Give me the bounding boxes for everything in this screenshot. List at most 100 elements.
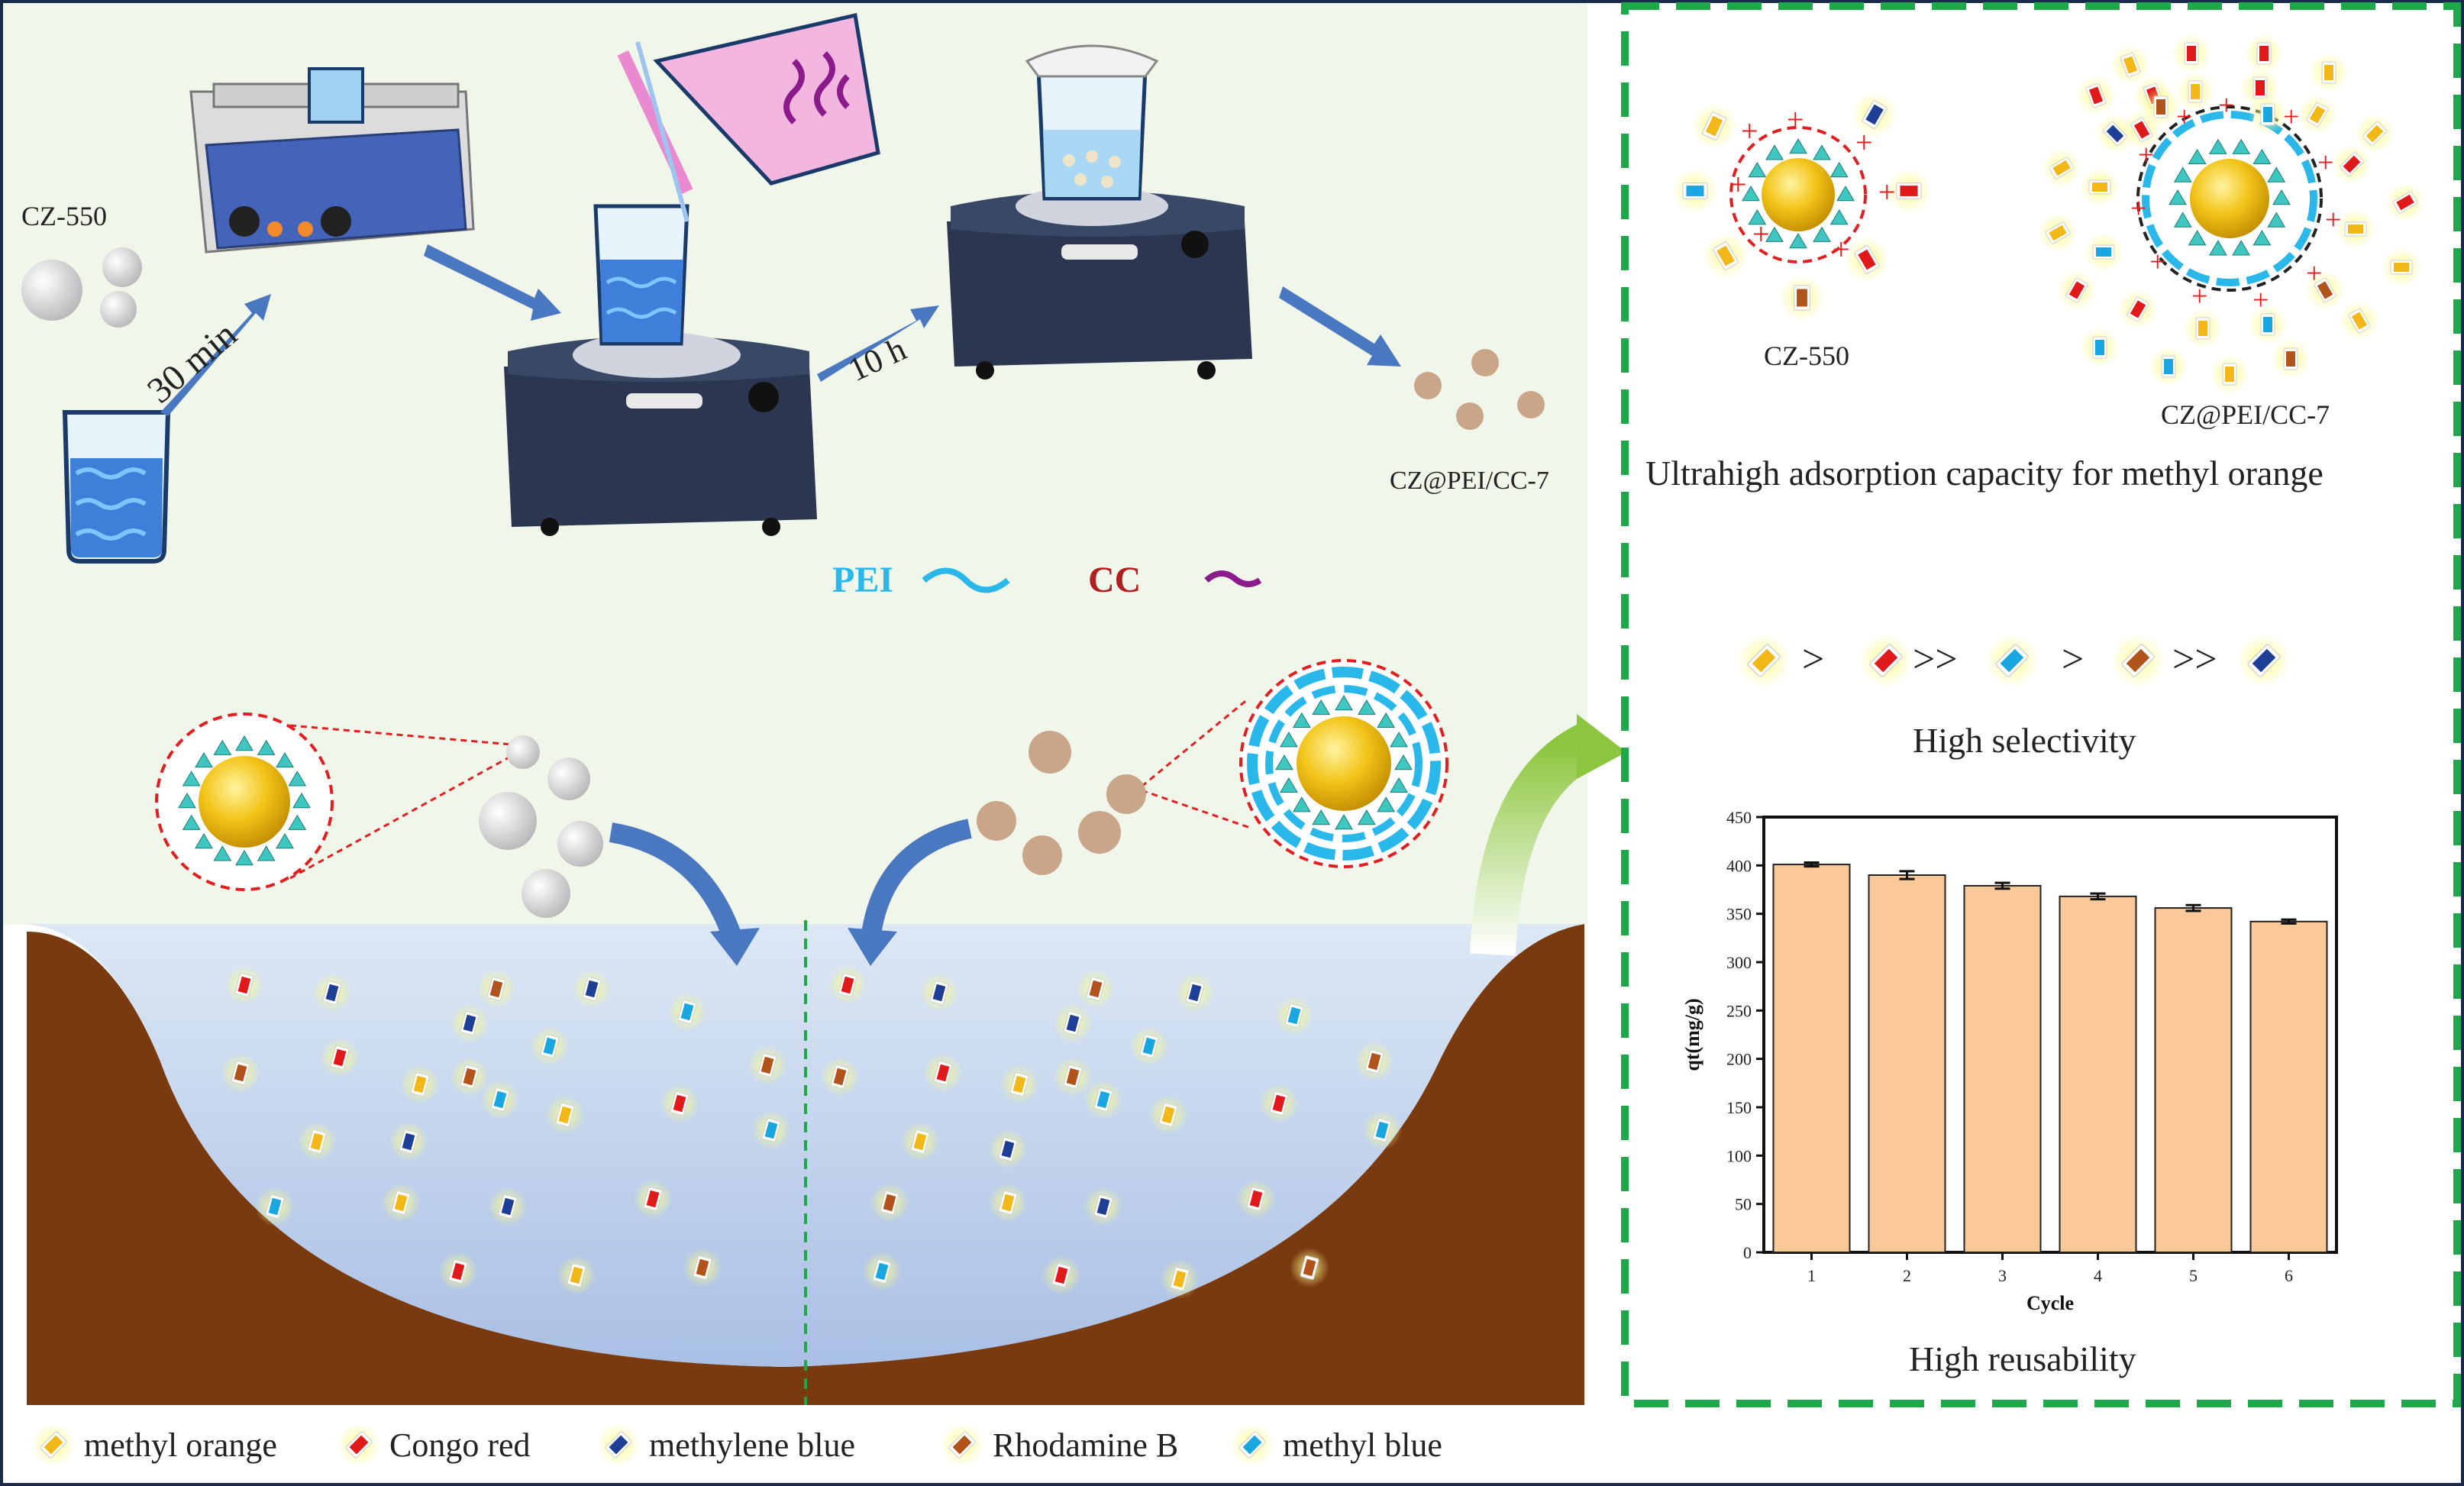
dye-molecule	[488, 1187, 528, 1226]
legend-label-0: methyl orange	[84, 1426, 277, 1464]
selectivity-row: > >> > >> High selectivity	[1736, 633, 2291, 760]
dye-molecule	[870, 1183, 909, 1223]
nanoparticle	[2267, 212, 2286, 228]
x-tick-label: 4	[2094, 1266, 2102, 1285]
y-tick-label: 400	[1726, 856, 1752, 875]
dye-molecule	[1083, 1080, 1123, 1119]
nanoparticle	[1394, 754, 1413, 770]
nanoparticle	[1390, 732, 1408, 748]
beaker-small	[62, 410, 171, 564]
adsorbed-dye	[2080, 328, 2120, 367]
adsorbed-dye	[2244, 34, 2284, 73]
nanoparticle	[2232, 240, 2251, 256]
nanoparticle	[213, 739, 232, 755]
nanoparticle	[1357, 809, 1376, 825]
cz550-label: CZ-550	[21, 201, 107, 231]
y-tick-label: 50	[1735, 1195, 1752, 1214]
bar-2	[1868, 874, 1946, 1253]
nanoparticle	[1335, 814, 1353, 830]
nanoparticle	[2272, 189, 2291, 205]
adsorbed-dye	[2336, 209, 2375, 249]
panel-right-label: CZ@PEI/CC-7	[2161, 399, 2330, 430]
nanoparticle	[2252, 230, 2272, 246]
nanoparticle	[182, 814, 201, 830]
legend-swatch-1	[337, 1423, 381, 1467]
pei-label: PEI	[832, 560, 893, 600]
plus-charge: +	[2218, 89, 2234, 121]
nanoparticle	[288, 770, 307, 787]
dye-molecule	[1274, 996, 1314, 1035]
dye-molecule	[1355, 1042, 1394, 1081]
composite-zoom	[977, 659, 1448, 875]
nanoparticle	[257, 845, 276, 861]
adsorbed-dye	[2149, 347, 2188, 386]
legend-swatch-0	[31, 1423, 76, 1467]
legend-label-1: Congo red	[389, 1426, 531, 1464]
y-tick-label: 100	[1726, 1146, 1752, 1165]
adsorption-schematic: +++++++ CZ-550 +++++++++++ CZ@PEI/CC-7 U…	[1645, 34, 2425, 493]
dye-molecule	[667, 992, 707, 1032]
legend-swatch-2	[596, 1423, 641, 1467]
ultrasonic-bath	[189, 67, 475, 254]
adsorbed-dye	[2042, 148, 2081, 188]
plus-charge: +	[2306, 257, 2322, 289]
adsorbed-dye	[2382, 247, 2421, 287]
nanoparticle	[1357, 699, 1376, 716]
plus-charge: +	[2252, 284, 2269, 316]
nanoparticle	[2267, 166, 2286, 183]
nanoparticle	[1748, 209, 1767, 225]
nanoparticle	[1275, 754, 1293, 770]
dye-molecule	[389, 1122, 428, 1161]
dye-molecule	[862, 1252, 902, 1291]
dye-molecule	[748, 1045, 787, 1085]
nanoparticle	[288, 814, 307, 830]
panel-left-label: CZ-550	[1764, 341, 1849, 371]
x-tick-label: 5	[2189, 1266, 2198, 1285]
plus-charge: +	[1855, 125, 1873, 160]
cz550-particles	[21, 247, 142, 328]
nanoparticle	[2169, 189, 2187, 205]
nanoparticle	[2208, 138, 2227, 154]
plus-charge: +	[2317, 147, 2333, 179]
y-tick-label: 150	[1726, 1098, 1752, 1117]
nanoparticle	[182, 770, 201, 787]
nanoparticle	[1836, 186, 1855, 202]
nanoparticle	[1789, 138, 1807, 154]
adsorbed-dye	[1886, 168, 1932, 214]
adsorbed-dye	[2248, 95, 2288, 134]
y-tick-label: 0	[1743, 1243, 1752, 1262]
sel-sep-4: >>	[2172, 638, 2217, 681]
arrow-to-stirrer	[424, 244, 561, 321]
adsorbed-dye	[2210, 354, 2249, 394]
plus-charge: +	[2149, 246, 2165, 278]
cc-wave	[1204, 570, 1262, 587]
arrow-composite-to-water	[861, 819, 972, 941]
stirrer-1	[504, 204, 817, 536]
arrow-to-product	[1279, 286, 1401, 367]
reusability-caption: High reusability	[1909, 1339, 2136, 1378]
y-tick-label: 350	[1726, 905, 1752, 924]
cc-label: CC	[1088, 560, 1141, 600]
y-tick-label: 300	[1726, 953, 1752, 972]
dye-molecule	[633, 1179, 673, 1219]
adsorbed-dye	[2110, 45, 2150, 85]
dye-molecule	[312, 973, 352, 1013]
nanoparticle	[195, 751, 213, 768]
dye-molecule	[1259, 1084, 1299, 1123]
adsorbed-dye	[2141, 87, 2181, 127]
y-tick-label: 450	[1726, 808, 1752, 827]
nanoparticle	[2208, 240, 2227, 256]
nanoparticle	[1765, 144, 1784, 160]
nanoparticle	[1292, 712, 1311, 728]
dye-molecule	[751, 1110, 791, 1150]
x-axis-label: Cycle	[2026, 1292, 2074, 1314]
adsorbed-dye	[1703, 233, 1749, 279]
nanoparticle	[276, 751, 294, 768]
nanoparticle	[178, 793, 196, 809]
bar-3	[1963, 884, 2042, 1254]
adsorbed-dye	[2118, 289, 2158, 329]
nanoparticle	[213, 845, 232, 861]
adsorbed-dye	[2084, 232, 2123, 272]
